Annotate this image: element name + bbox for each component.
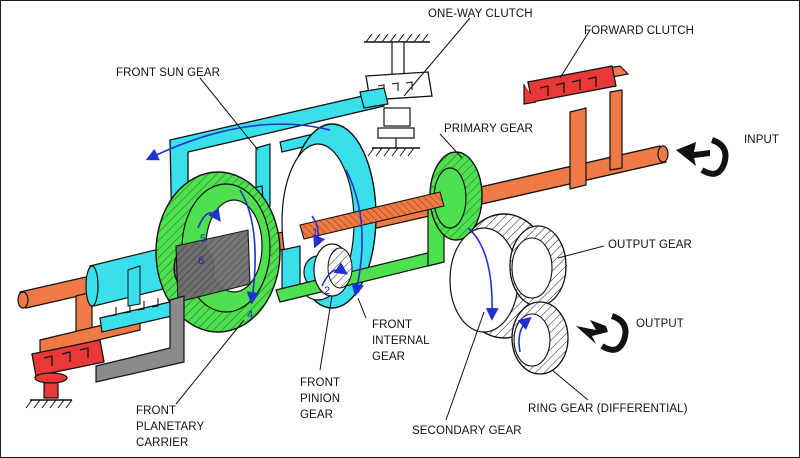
ground-hatch-icon	[25, 399, 73, 409]
front-sun-gear-path	[85, 87, 389, 333]
front-planetary-carrier	[95, 229, 251, 383]
callout-3: 3	[354, 284, 360, 296]
label-output: OUTPUT	[636, 318, 684, 330]
output-arrow-icon	[576, 313, 629, 353]
label-front-pinion-gear-3: GEAR	[300, 409, 333, 421]
one-way-clutch	[364, 33, 433, 157]
input-arrow-icon	[676, 137, 729, 177]
input-shaft-hub	[299, 191, 445, 240]
label-front-pinion-gear-2: PINION	[300, 393, 340, 405]
rotation-arrows	[145, 123, 532, 353]
callout-6: 6	[198, 255, 204, 267]
callout-1: 1	[312, 227, 318, 239]
ring-gear	[511, 301, 569, 375]
label-front-sun-gear: FRONT SUN GEAR	[116, 67, 220, 79]
label-front-internal-gear-1: FRONT	[372, 319, 412, 331]
callout-2: 2	[324, 285, 330, 297]
label-front-planetary-carrier-3: CARRIER	[136, 437, 188, 449]
label-front-internal-gear-3: GEAR	[372, 351, 405, 363]
label-front-internal-gear-2: INTERNAL	[372, 335, 430, 347]
label-input: INPUT	[744, 134, 779, 146]
callout-numbers: 1 2 3 4 5 6	[198, 227, 360, 321]
label-front-pinion-gear-1: FRONT	[300, 377, 340, 389]
label-output-gear: OUTPUT GEAR	[608, 239, 692, 251]
label-front-planetary-carrier-2: PLANETARY	[136, 421, 204, 433]
label-one-way-clutch: ONE-WAY CLUTCH	[428, 8, 533, 20]
label-secondary-gear: SECONDARY GEAR	[412, 425, 522, 437]
leader-lines	[175, 17, 605, 421]
callout-4: 4	[247, 309, 253, 321]
output-gear	[509, 225, 567, 307]
label-forward-clutch: FORWARD CLUTCH	[584, 25, 694, 37]
label-front-planetary-carrier-1: FRONT	[136, 405, 176, 417]
label-ring-gear: RING GEAR (DIFFERENTIAL)	[528, 403, 688, 415]
label-primary-gear: PRIMARY GEAR	[444, 123, 533, 135]
forward-clutch	[523, 65, 617, 105]
callout-5: 5	[200, 233, 206, 245]
brake-band	[31, 339, 105, 399]
